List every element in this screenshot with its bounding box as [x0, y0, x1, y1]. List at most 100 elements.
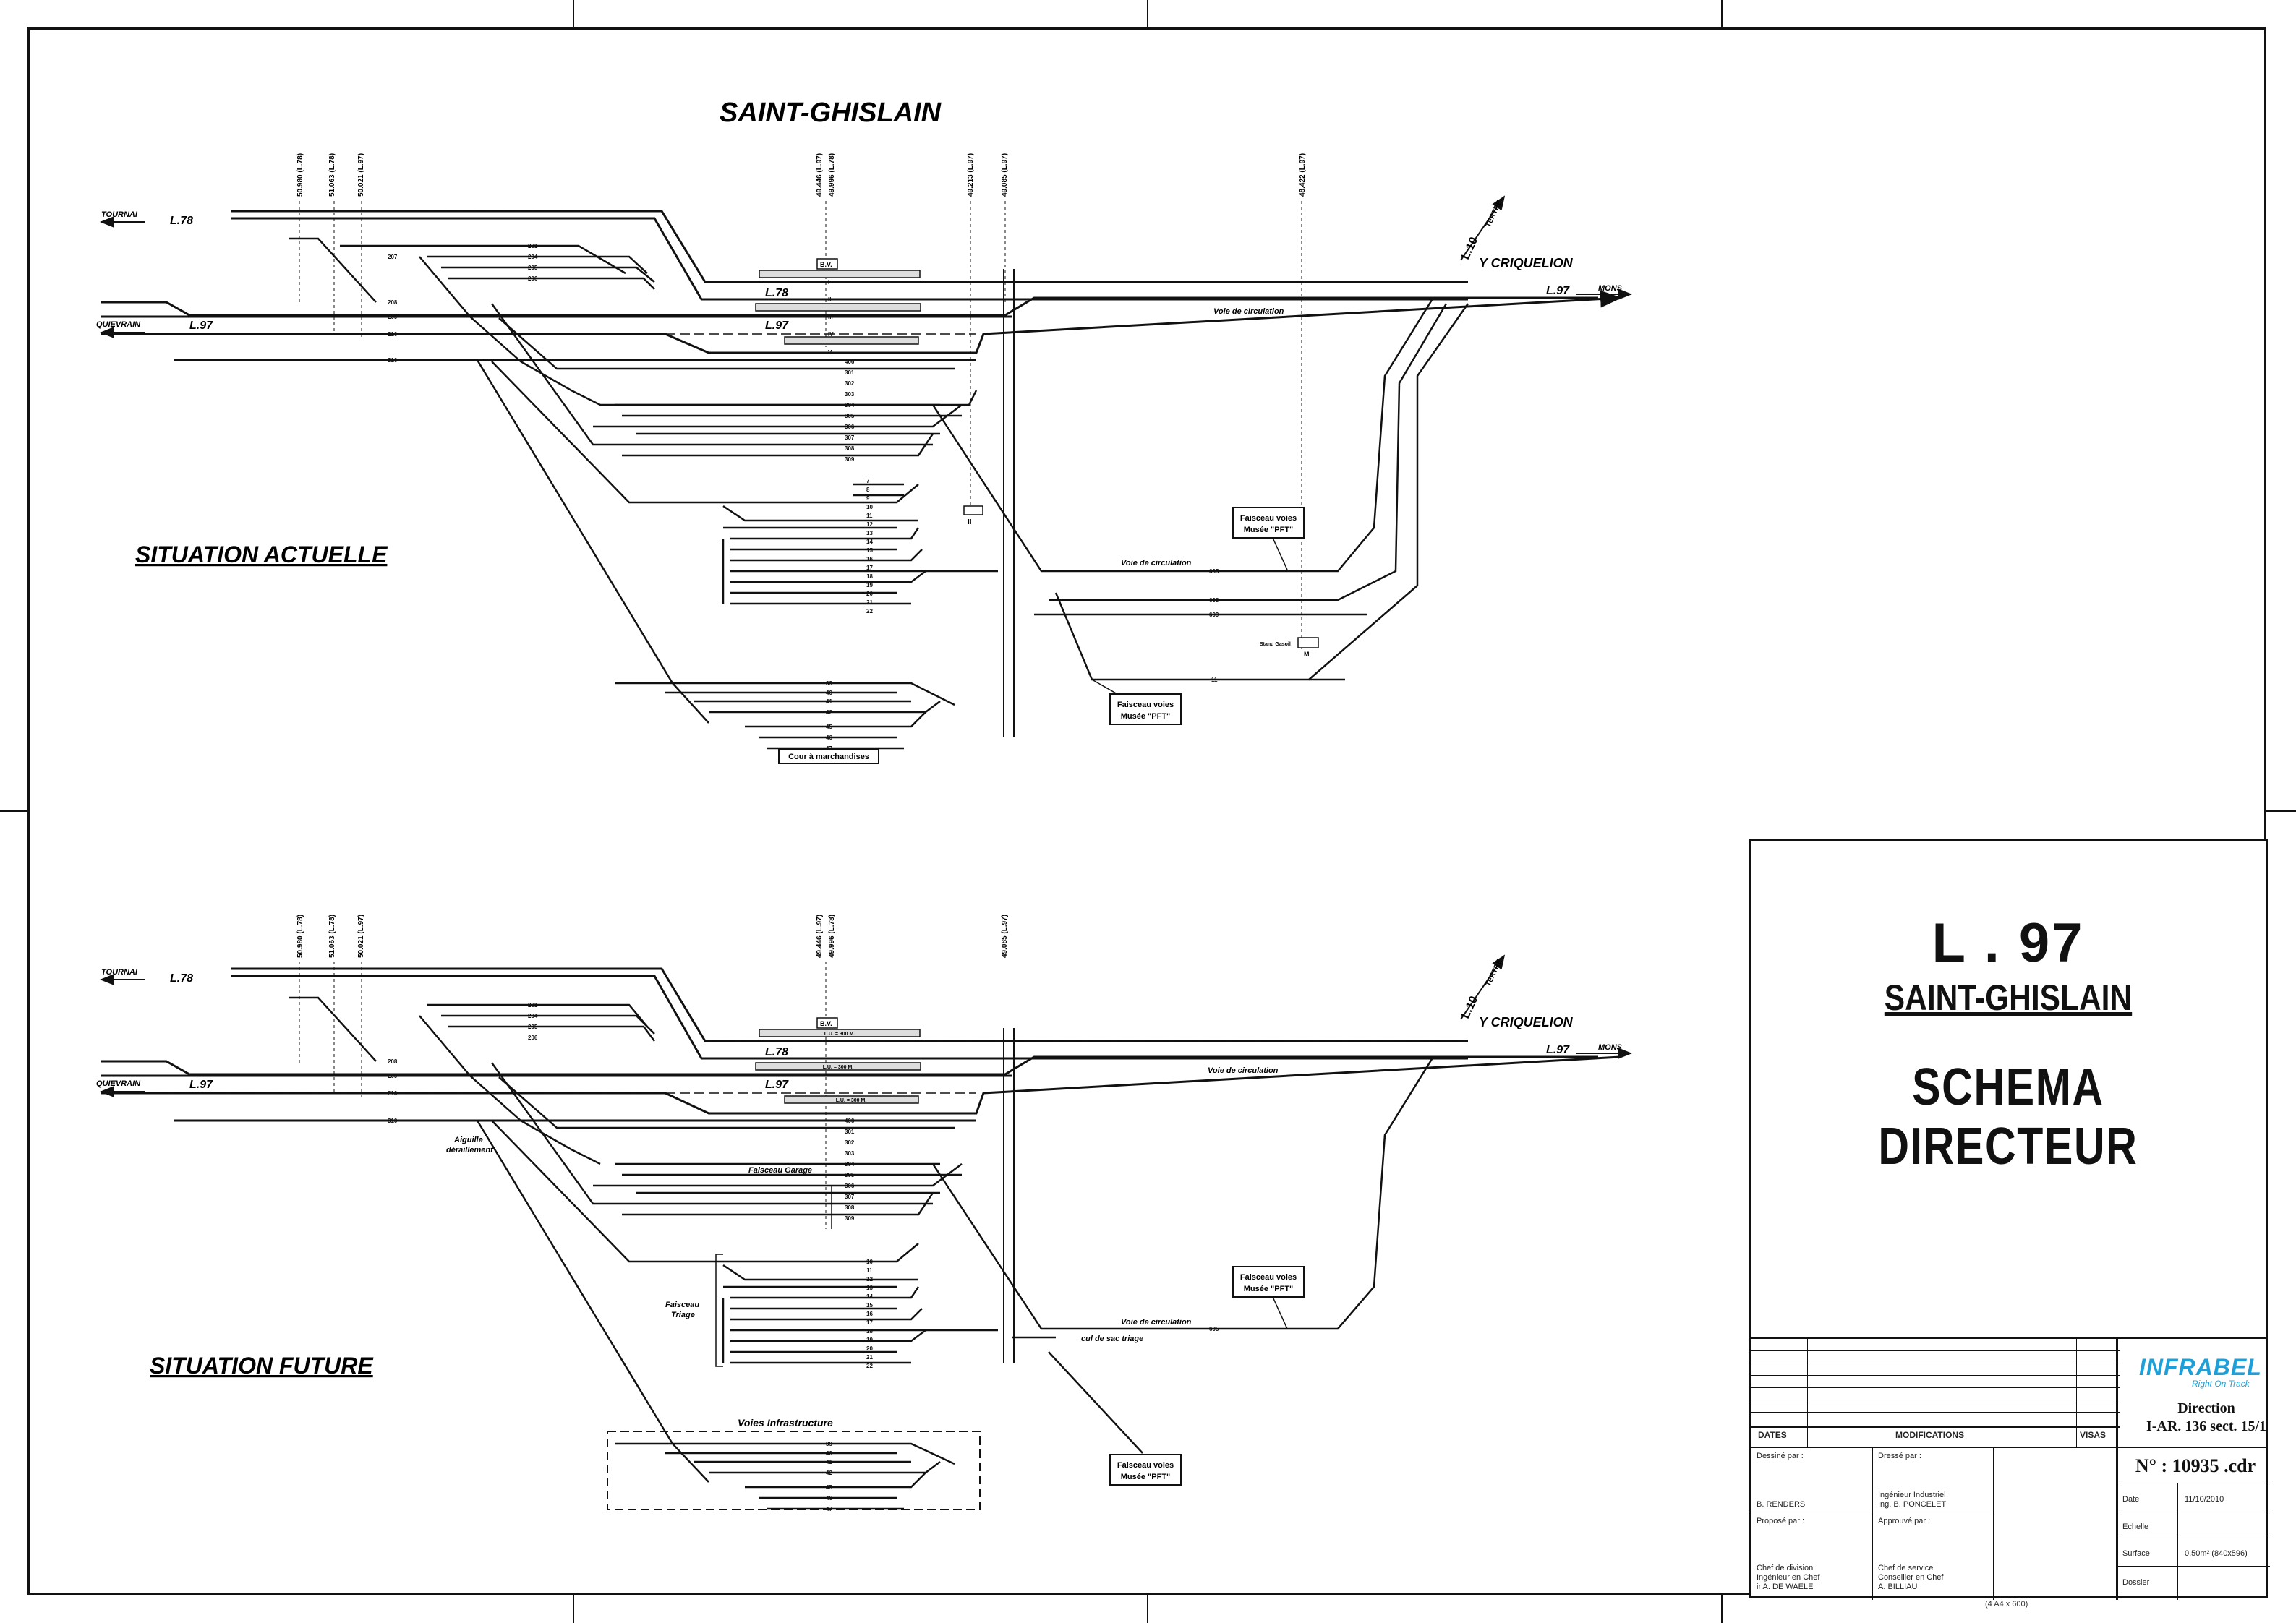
track-number: 46 — [826, 735, 832, 741]
track-number: 39 — [826, 1441, 832, 1447]
track-number: 15 — [866, 1302, 873, 1309]
faisceau-pft-label: Faisceau voies — [1117, 701, 1174, 709]
track-number: 608 — [1209, 597, 1219, 604]
approuve-line-1: Chef de service — [1878, 1564, 1934, 1572]
dashed-600-bottom — [1041, 1058, 1433, 1329]
tracks-200-bottom — [289, 996, 963, 1216]
track-number: 609 — [1209, 612, 1219, 618]
bv-label-top: B.V. — [820, 261, 832, 268]
faisceau-pft-label: Faisceau voies — [1240, 1273, 1297, 1282]
track-number: 305 — [845, 413, 855, 419]
platforms-top — [755, 270, 921, 345]
track-number: 18 — [866, 1328, 873, 1335]
track-number: 20 — [866, 1345, 873, 1352]
l97-label: L.97 — [1546, 1044, 1570, 1056]
km-marker: 49.085 (L.97) — [1001, 153, 1009, 197]
track-number: 406 — [845, 1118, 855, 1124]
track-number: 605 — [1209, 1326, 1219, 1332]
track-number: 11 — [1211, 677, 1218, 683]
km-marker: 50.021 (L.97) — [357, 915, 365, 958]
lu-label: L.U. = 300 M. — [836, 1098, 867, 1103]
l78-label: L.78 — [170, 972, 193, 985]
triage-label: Triage — [671, 1311, 695, 1319]
track-number: 301 — [845, 1129, 855, 1135]
document-title: SCHEMA DIRECTEUR — [1878, 1058, 2138, 1176]
km-marker: 49.996 (L.78) — [828, 153, 836, 197]
km-marker: 49.446 (L.97) — [816, 915, 824, 958]
quievrain-label: QUIEVRAIN — [96, 1079, 141, 1088]
track-number: 204 — [528, 254, 538, 260]
track-numbers-bottom: 201 204 205 206 208 209 210 310 406 301 … — [388, 1002, 1219, 1512]
date-value: 11/10/2010 — [2185, 1495, 2224, 1504]
dashed-600-top — [1041, 299, 1433, 601]
tournai-label: TOURNAI — [101, 968, 138, 977]
track-number: 42 — [826, 1470, 832, 1476]
track-number: III — [828, 314, 833, 320]
track-number: 208 — [388, 299, 398, 306]
bv-box-bottom — [816, 1017, 838, 1029]
track-number: 206 — [528, 1035, 538, 1041]
track-number: 210 — [388, 331, 398, 338]
faisceau-label: Faisceau — [665, 1301, 699, 1309]
l78-label: L.78 — [765, 287, 788, 299]
l10-label: L.10 — [1459, 235, 1480, 261]
platforms-bottom — [755, 1029, 921, 1104]
track-number: 45 — [826, 1484, 832, 1491]
track-number: I — [828, 279, 829, 286]
drawing-number: N° : 10935 .cdr — [2135, 1455, 2256, 1476]
faisceau-pft-label: Musée "PFT" — [1121, 712, 1171, 721]
track-number: V — [828, 349, 832, 356]
direction-line-2: I-AR. 136 sect. 15/1 — [2146, 1418, 2267, 1434]
km-marker: 49.085 (L.97) — [1001, 915, 1009, 958]
track-number: 206 — [528, 275, 538, 282]
dresse-par-label: Dressé par : — [1878, 1452, 1921, 1460]
faisceau-pft-label: Faisceau voies — [1117, 1461, 1174, 1470]
track-number: 9 — [866, 495, 870, 502]
track-number: 40 — [826, 1450, 832, 1457]
l78-label: L.78 — [170, 215, 193, 227]
km-marker: 50.980 (L.78) — [296, 915, 304, 958]
title-block-main: L . 97 SAINT-GHISLAIN SCHEMA DIRECTEUR — [1751, 841, 2266, 1337]
cour-label: Cour à marchandises — [788, 753, 869, 761]
track-number: 40 — [826, 690, 832, 696]
dashed-overlay-top — [101, 210, 1468, 335]
track-numbers-top: 201 204 205 206 207 208 209 210 310 406 … — [388, 243, 1219, 752]
track-number: 309 — [845, 456, 855, 463]
track-number: 16 — [866, 556, 873, 562]
track-number: 21 — [866, 599, 873, 606]
labels-top: TOURNAI QUIEVRAIN MONS L.78 L.97 L.78 L.… — [96, 199, 1623, 658]
track-number: 304 — [845, 1161, 855, 1168]
section-label-future: SITUATION FUTURE — [150, 1353, 374, 1379]
km-marker: 51.063 (L.78) — [328, 915, 336, 958]
tertre-label: TERTRE — [1485, 199, 1504, 228]
lu-labels: L.U. = 300 M. L.U. = 300 M. L.U. = 300 M… — [823, 1032, 867, 1103]
yard-bottom — [491, 1120, 1056, 1364]
visas-header: VISAS — [2080, 1430, 2107, 1440]
km-marker: 51.063 (L.78) — [328, 153, 336, 197]
yard-top — [491, 361, 998, 605]
leader-lines-bottom — [715, 1186, 1288, 1367]
l78-label: L.78 — [765, 1046, 788, 1058]
track-number: 42 — [826, 709, 832, 716]
track-number: 10 — [866, 1259, 873, 1265]
track-number: 309 — [845, 1215, 855, 1222]
track-number: 210 — [388, 1090, 398, 1097]
surface-value: 0,50m² (840x596) — [2185, 1549, 2248, 1558]
track-number: 18 — [866, 573, 873, 580]
l97-label: L.97 — [189, 320, 213, 332]
echelle-label: Echelle — [2122, 1523, 2149, 1531]
km-marker: 49.213 (L.97) — [967, 153, 975, 197]
track-number: 19 — [866, 1337, 873, 1343]
track-number: 301 — [845, 369, 855, 376]
track-number: 306 — [845, 1183, 855, 1189]
track-number: 201 — [528, 243, 538, 249]
track-number: 207 — [388, 254, 398, 260]
track-number: 204 — [528, 1013, 538, 1019]
l10-label: L.10 — [1459, 994, 1480, 1020]
tertre-label: TERTRE — [1485, 958, 1504, 988]
km-marker: 48.422 (L.97) — [1299, 153, 1307, 197]
date-label: Date — [2122, 1495, 2140, 1504]
propose-line-3: ir A. DE WAELE — [1757, 1583, 1814, 1591]
